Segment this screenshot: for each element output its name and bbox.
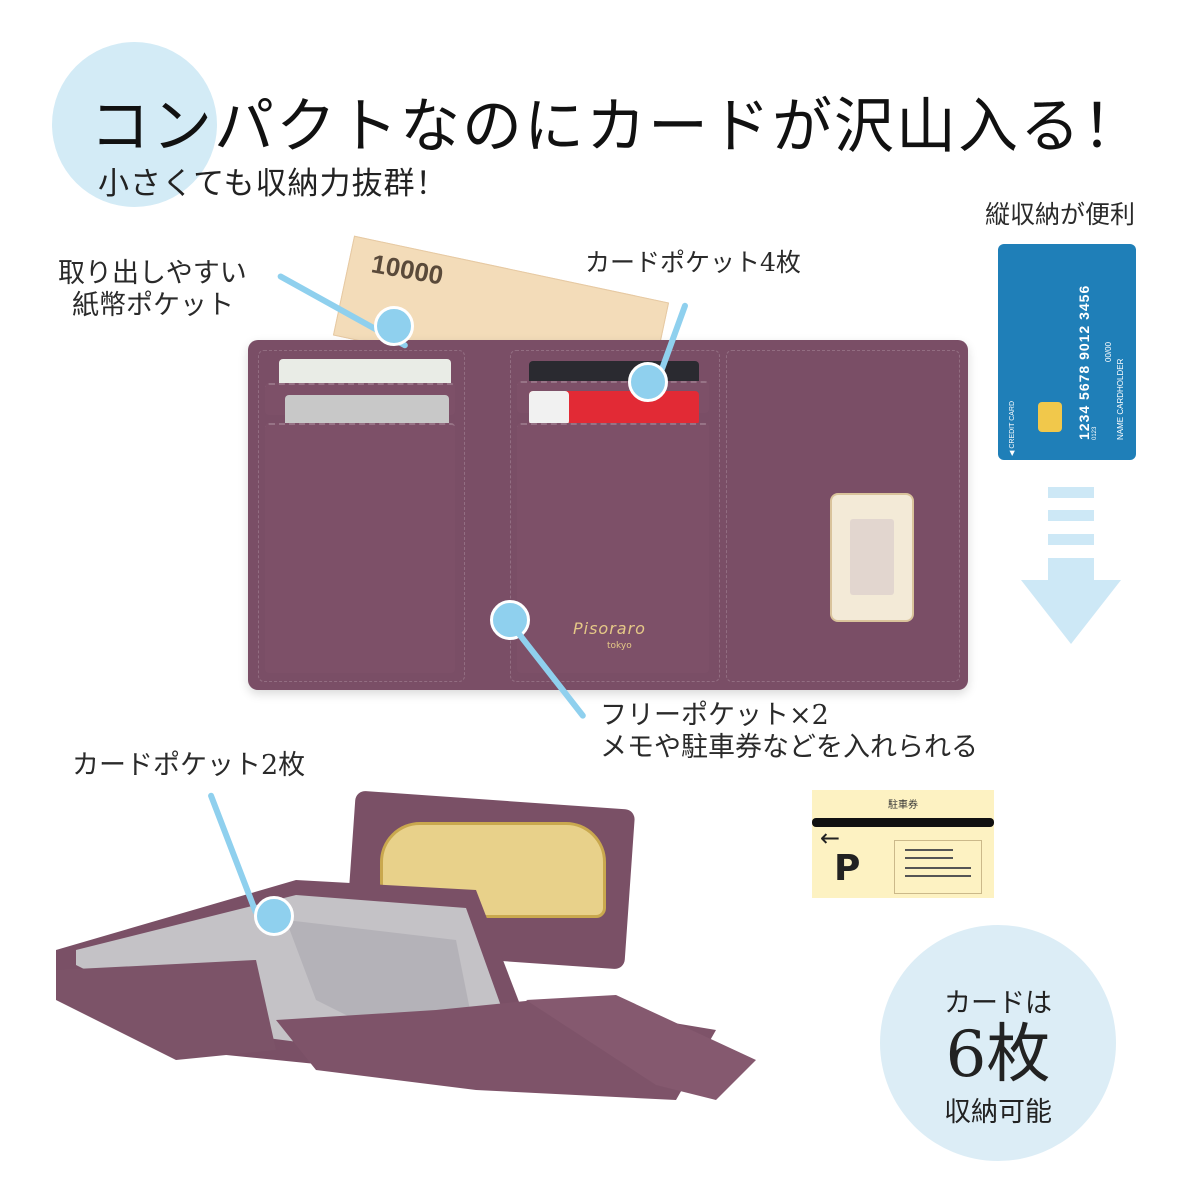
callout-line: フリーポケット×2 [600,700,829,731]
wallet-right-panel [726,350,960,682]
callout-dot [254,896,294,936]
parking-p-icon: P [834,848,861,889]
open-wallet-side-image [56,880,756,1100]
callout-line: 紙幣ポケット [72,290,234,322]
wallet-middle-panel: Pisoraro tokyo [510,350,720,682]
parking-ticket-illustration: 駐車券 ← P [812,790,994,898]
clasp-mirror [830,493,914,622]
callout-card-pocket-2: カードポケット2枚 [72,750,306,781]
wallet-pocket [517,423,709,673]
card-expiry: 00/00 [1104,341,1113,362]
wallet-pocket [265,423,455,673]
badge-line1: カードは [944,988,1052,1019]
callout-bill-pocket: 取り出しやすい 紙幣ポケット [58,258,247,323]
badge-count: 6枚 [945,1018,1051,1092]
vertical-storage-label: 縦収納が便利 [985,200,1136,229]
card-holder: NAME CARDHOLDER [1116,358,1125,440]
brand-logo: Pisoraro [573,619,646,638]
callout-line: 取り出しやすい [58,258,247,289]
decorative-circle [52,42,217,207]
callout-card-pocket-4: カードポケット4枚 [585,248,801,277]
callout-free-pocket: フリーポケット×2 メモや駐車券などを入れられる [600,700,978,765]
arrow-left-icon: ← [820,824,841,852]
callout-dot [628,362,668,402]
chip-icon [1038,402,1062,432]
banknote-denomination: 10000 [369,248,446,291]
badge-line3: 収納可能 [944,1097,1052,1129]
page-title: コンパクトなのにカードが沢山入る！ [90,92,1144,162]
credit-card-illustration: ◀ CREDIT CARD 1234 5678 9012 3456 0123 0… [998,244,1136,460]
card-number: 1234 5678 9012 3456 [1076,284,1092,440]
page-subtitle: 小さくても収納力抜群！ [98,166,448,202]
callout-dot [490,600,530,640]
ticket-title: 駐車券 [888,800,918,811]
callout-dot [374,306,414,346]
card-count-badge: カードは 6枚 収納可能 [880,925,1116,1161]
brand-sub: tokyo [607,641,632,651]
card-small-number: 0123 [1092,426,1098,440]
card-type-label: ◀ CREDIT CARD [1009,400,1016,456]
wallet-left-panel [258,350,465,682]
callout-line: メモや駐車券などを入れられる [600,732,978,764]
